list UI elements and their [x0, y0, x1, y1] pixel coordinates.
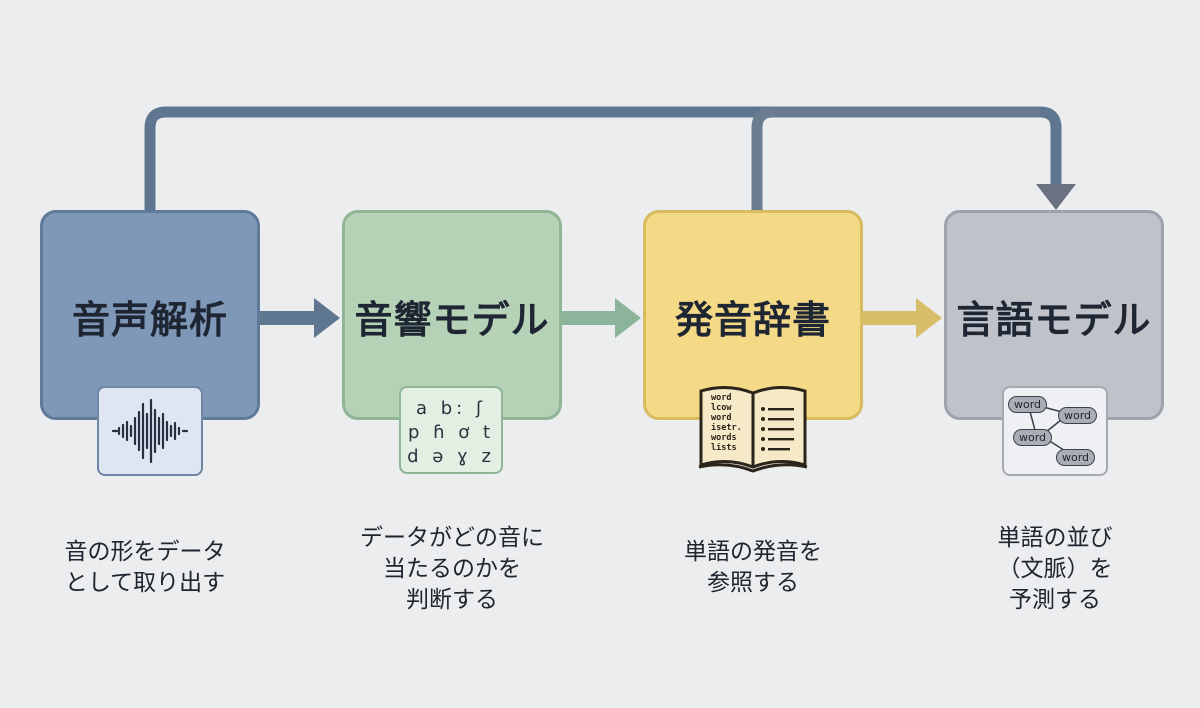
feedback-arrowhead: [1036, 184, 1076, 210]
description-line: として取り出す: [64, 570, 226, 596]
dictionary-word: word: [711, 413, 732, 423]
description-line: 判断する: [406, 587, 498, 613]
step-description: 単語の発音を 参照する: [633, 537, 873, 599]
dictionary-word: lcow: [711, 403, 732, 413]
arrow-1-to-2: [314, 298, 340, 338]
word-tag: word: [1008, 396, 1048, 413]
description-line: （文脈）を: [997, 556, 1113, 582]
dictionary-word: lists: [711, 443, 737, 453]
description-line: 音の形をデータ: [64, 539, 226, 565]
description-line: 予測する: [1009, 587, 1101, 613]
description-line: データがどの音に: [360, 525, 544, 551]
open-book-icon: [698, 386, 808, 473]
description-line: 単語の発音を: [684, 539, 822, 565]
dictionary-word: words: [711, 433, 737, 443]
step-title: 音声解析: [71, 298, 228, 342]
dictionary-word: word: [711, 393, 732, 403]
step-pronunciation-dictionary: 発音辞書: [643, 210, 863, 420]
description-line: 当たるのかを: [383, 556, 521, 582]
step-title: 音響モデル: [354, 298, 550, 342]
description-line: 単語の並び: [997, 525, 1113, 551]
word-tag: word: [1013, 429, 1053, 446]
word-tag: word: [1056, 449, 1096, 466]
step-title: 発音辞書: [674, 298, 831, 342]
step-description: 単語の並び （文脈）を 予測する: [935, 523, 1175, 616]
waveform-icon: [97, 386, 203, 476]
phoneme-symbols-icon: a b: ʃ p ɦ ơ t d ə ɣ z: [399, 386, 503, 474]
dictionary-word: isetr.: [711, 423, 742, 433]
step-description: データがどの音に 当たるのかを 判断する: [332, 523, 572, 616]
description-line: 参照する: [707, 570, 799, 596]
feedback-arrow-3-to-4: [751, 106, 1040, 212]
word-tag: word: [1058, 407, 1098, 424]
arrow-2-to-3: [615, 298, 641, 338]
step-title: 言語モデル: [956, 298, 1152, 342]
phoneme-row: p ɦ ơ t: [407, 422, 495, 443]
phoneme-row: d ə ɣ z: [407, 446, 495, 467]
phoneme-row: a b: ʃ: [415, 398, 486, 419]
arrow-3-to-4: [916, 298, 942, 338]
step-language-model: 言語モデル: [944, 210, 1164, 420]
dictionary-word-list: word lcow word isetr. words lists: [711, 393, 755, 453]
feedback-arrow-1-to-4: [144, 106, 1062, 212]
step-audio-analysis: 音声解析: [40, 210, 260, 420]
step-description: 音の形をデータ として取り出す: [30, 537, 260, 599]
step-acoustic-model: 音響モデル: [342, 210, 562, 420]
